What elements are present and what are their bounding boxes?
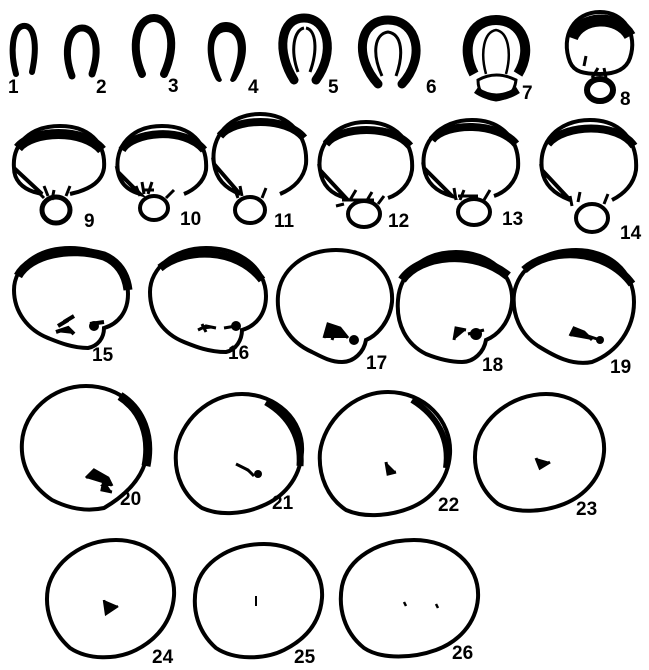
section-number: 17 xyxy=(366,354,387,373)
section-3: 3 xyxy=(128,14,190,98)
section-19: 19 xyxy=(508,244,648,382)
section-2: 2 xyxy=(60,24,114,98)
section-25: 25 xyxy=(190,540,340,670)
section-number: 13 xyxy=(502,210,523,229)
section-21: 21 xyxy=(172,388,320,526)
section-16: 16 xyxy=(144,242,270,368)
section-number: 1 xyxy=(8,78,19,97)
section-number: 7 xyxy=(522,84,533,103)
section-number: 10 xyxy=(180,210,201,229)
section-6: 6 xyxy=(354,14,444,98)
section-8: 8 xyxy=(560,8,646,112)
section-number: 22 xyxy=(438,496,459,515)
section-number: 18 xyxy=(482,356,503,375)
section-11: 11 xyxy=(208,108,316,238)
section-15: 15 xyxy=(8,242,136,366)
section-number: 11 xyxy=(274,212,294,231)
section-7: 7 xyxy=(456,14,548,106)
section-number: 4 xyxy=(248,78,259,97)
section-1: 1 xyxy=(6,22,46,96)
section-16-outline xyxy=(144,242,270,368)
section-26-outline xyxy=(334,536,500,670)
section-number: 20 xyxy=(120,490,141,509)
section-15-outline xyxy=(8,242,136,366)
section-number: 14 xyxy=(620,224,641,243)
section-number: 8 xyxy=(620,90,631,109)
section-13: 13 xyxy=(418,114,530,240)
section-number: 16 xyxy=(228,344,249,363)
section-number: 26 xyxy=(452,644,473,663)
section-9: 9 xyxy=(8,120,114,236)
section-23: 23 xyxy=(470,388,620,524)
section-number: 24 xyxy=(152,648,173,667)
section-number: 19 xyxy=(610,358,631,377)
section-26: 26 xyxy=(334,536,500,670)
section-number: 6 xyxy=(426,78,437,97)
section-23-outline xyxy=(470,388,620,524)
section-number: 2 xyxy=(96,78,107,97)
section-number: 5 xyxy=(328,78,339,97)
section-20: 20 xyxy=(16,374,166,524)
section-number: 15 xyxy=(92,346,113,365)
section-number: 21 xyxy=(272,494,293,513)
section-4: 4 xyxy=(200,18,266,98)
section-25-outline xyxy=(190,540,340,670)
section-5: 5 xyxy=(276,14,344,98)
section-11-outline xyxy=(208,108,316,238)
section-number: 23 xyxy=(576,500,597,519)
section-21-outline xyxy=(172,388,320,526)
section-20-outline xyxy=(16,374,166,524)
section-24: 24 xyxy=(40,536,190,670)
section-9-outline xyxy=(8,120,114,236)
section-14: 14 xyxy=(536,116,648,250)
section-7-outline xyxy=(456,14,548,106)
section-17: 17 xyxy=(272,244,400,378)
section-number: 25 xyxy=(294,648,315,667)
section-number: 12 xyxy=(388,212,409,231)
section-22: 22 xyxy=(316,386,468,528)
section-8-outline xyxy=(560,8,646,112)
section-12: 12 xyxy=(314,116,424,240)
section-18: 18 xyxy=(392,246,522,380)
section-3-outline xyxy=(128,14,190,98)
section-number: 3 xyxy=(168,77,179,96)
section-number: 9 xyxy=(84,212,95,231)
